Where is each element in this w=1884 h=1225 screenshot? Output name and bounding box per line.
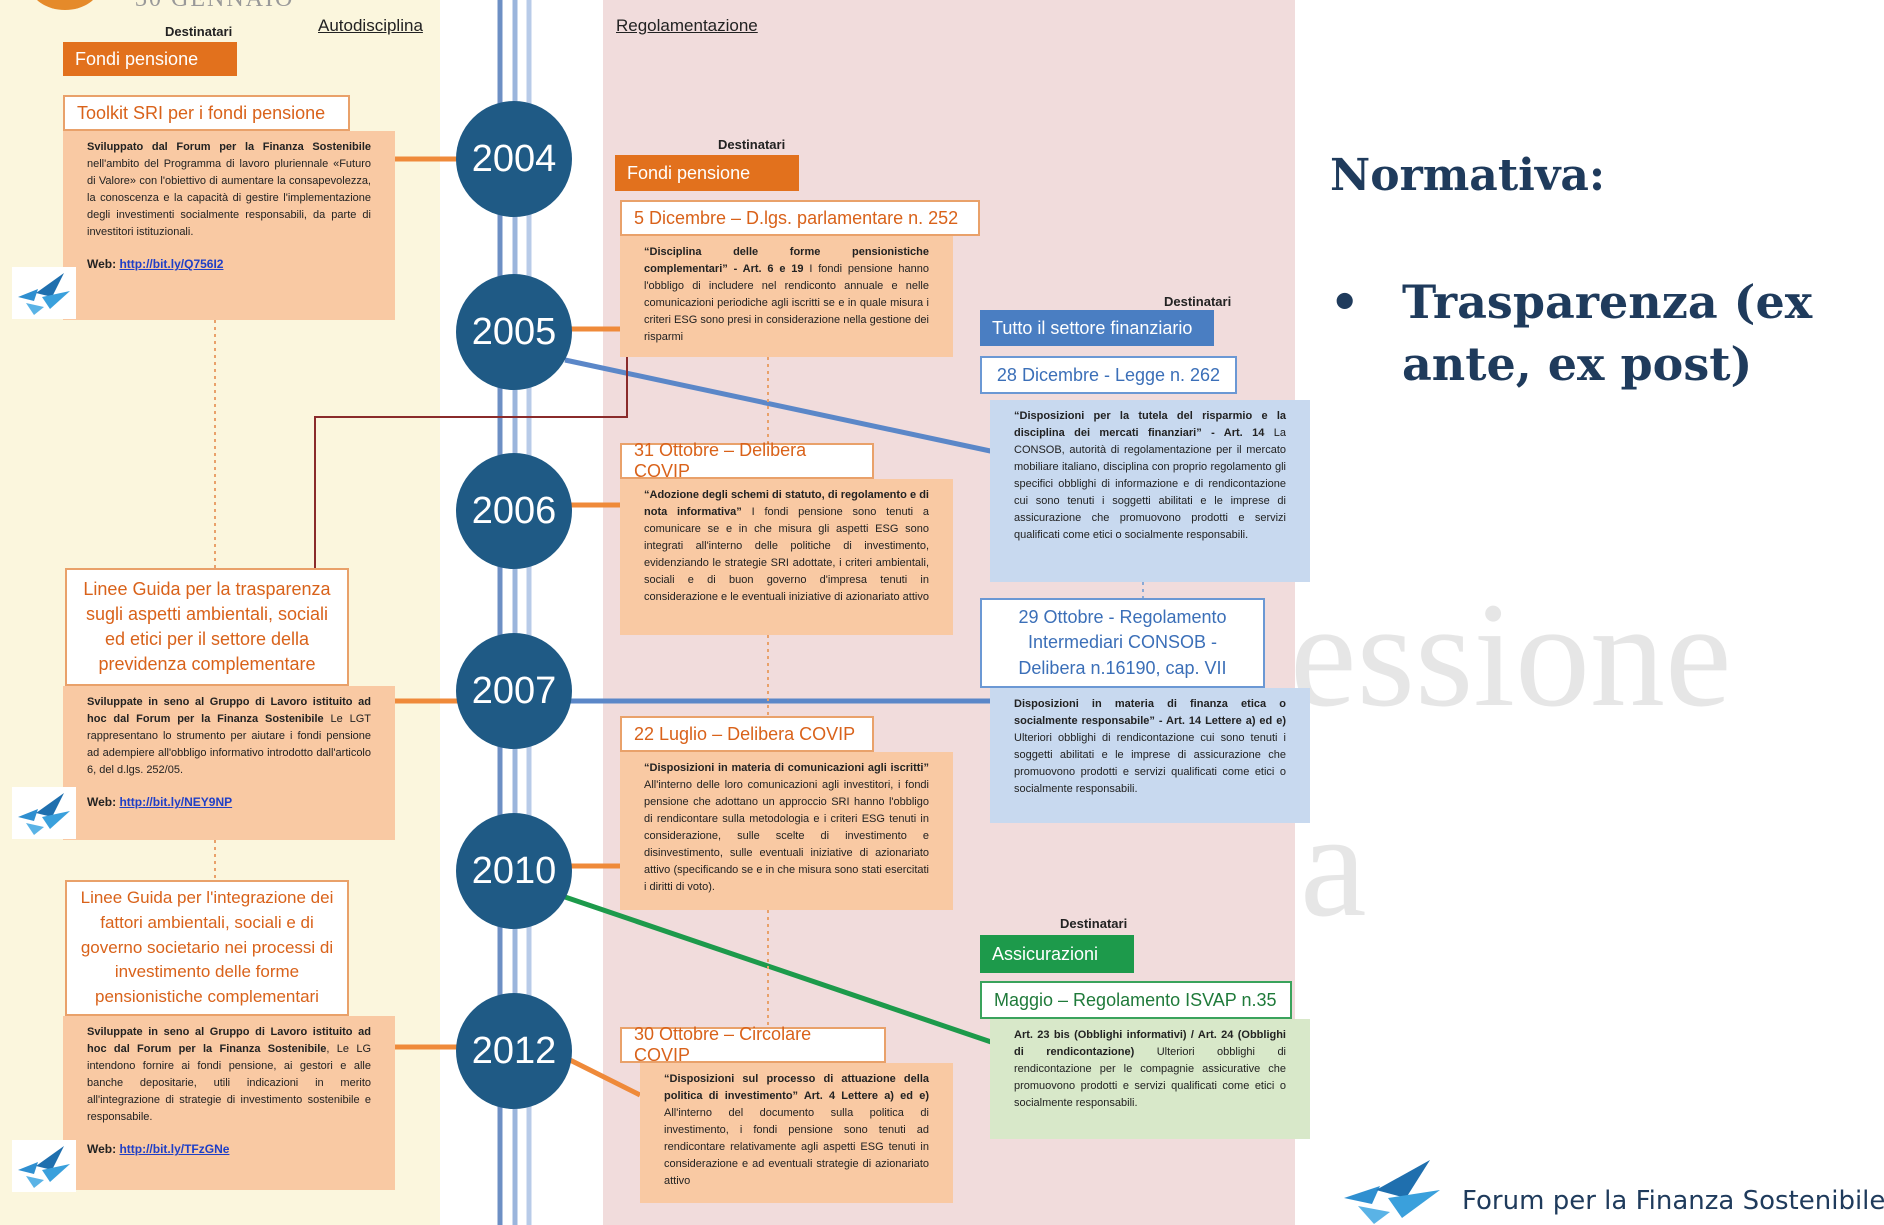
toolkit-sri-link[interactable]: http://bit.ly/Q756I2: [119, 257, 224, 272]
forum-logo-icon: [1344, 1160, 1440, 1224]
circolare-covip-2012-desc-rest: All'interno del documento sulla politica…: [664, 1107, 929, 1188]
web-label: Web:: [87, 257, 117, 272]
linee-guida-integrazione-description: Sviluppate in seno al Gruppo di Lavoro i…: [63, 1016, 395, 1190]
regolamento-consob-title: 29 Ottobre - Regolamento Intermediari CO…: [980, 598, 1265, 688]
regolamento-isvap-desc-bold: Art. 23 bis (Obblighi informativi) / Art…: [1014, 1029, 1286, 1059]
circolare-covip-2012-title: 30 Ottobre – Circolare COVIP: [620, 1024, 886, 1065]
dlgs-252-desc-rest: I fondi pensione hanno l'obbligo di incl…: [644, 263, 929, 344]
bullet-mark: •: [1330, 275, 1360, 329]
linee-guida-trasparenza-desc-bold: Sviluppate in seno al Gruppo di Lavoro i…: [87, 696, 371, 726]
circolare-covip-2012-description: “Disposizioni sul processo di attuazione…: [640, 1063, 953, 1203]
toolkit-sri-description: Sviluppato dal Forum per la Finanza Sost…: [63, 131, 395, 320]
legge-262-description: “Disposizioni per la tutela del risparmi…: [990, 400, 1310, 582]
linee-guida-integrazione-desc-rest: , Le LG intendono fornire ai fondi pensi…: [87, 1043, 371, 1124]
toolkit-sri-title: Toolkit SRI per i fondi pensione: [63, 95, 350, 131]
left-destinatari-label: Destinatari: [165, 24, 233, 39]
delibera-covip-2006-desc-bold: “Adozione degli schemi di statuto, di re…: [644, 489, 929, 519]
connector-2010-insurance: [564, 894, 1001, 1048]
forum-bird-icon: [12, 1140, 76, 1192]
connector-2012-mid: [568, 1057, 642, 1098]
regolamento-isvap-title: Maggio – Regolamento ISVAP n.35: [980, 981, 1292, 1019]
legge-262-title: 28 Dicembre - Legge n. 262: [980, 356, 1237, 394]
regolamento-isvap-desc-rest: Ulteriori obblighi di rendicontazione pe…: [1014, 1046, 1286, 1110]
regolamento-consob-desc-rest: Ulteriori obblighi di rendicontazione cu…: [1014, 732, 1286, 796]
bullet-text: Trasparenza (ex ante, ex post): [1402, 275, 1813, 391]
year-2004: 2004: [456, 101, 572, 217]
year-2006: 2006: [456, 453, 572, 569]
circolare-covip-2012-desc-bold: “Disposizioni sul processo di attuazione…: [664, 1073, 929, 1103]
year-2007: 2007: [456, 633, 572, 749]
legge-262-desc-rest: La CONSOB, autorità di regolamentazione …: [1014, 427, 1286, 542]
web-label: Web:: [87, 795, 117, 810]
footer-forum-name: Forum per la Finanza Sostenibile: [1462, 1186, 1884, 1216]
left-tag-fondi-pensione: Fondi pensione: [63, 42, 237, 76]
linee-guida-integrazione-web: Web: http://bit.ly/TFzGNe: [87, 1140, 371, 1159]
dlgs-252-title: 5 Dicembre – D.lgs. parlamentare n. 252: [620, 200, 980, 236]
finance-destinatari-label: Destinatari: [1164, 294, 1232, 309]
linee-guida-integrazione-link[interactable]: http://bit.ly/TFzGNe: [119, 1142, 230, 1157]
web-label: Web:: [87, 1142, 117, 1157]
trasparenza-bullet: • Trasparenza (ex ante, ex post): [1330, 272, 1850, 395]
toolkit-sri-desc-bold: Sviluppato dal Forum per la Finanza Sost…: [87, 141, 371, 153]
watermark-text-2: a: [1300, 782, 1367, 948]
insurance-tag: Assicurazioni: [980, 935, 1134, 973]
linee-guida-trasparenza-description: Sviluppate in seno al Gruppo di Lavoro i…: [63, 686, 395, 840]
year-2012: 2012: [456, 993, 572, 1109]
finance-tag: Tutto il settore finanziario: [980, 310, 1214, 346]
dlgs-252-description: “Disciplina delle forme pensionistiche c…: [620, 236, 953, 357]
forum-bird-icon: [12, 787, 76, 839]
autodisciplina-heading: Autodisciplina: [318, 16, 423, 35]
header-fragment: 30 GENNAIO: [135, 0, 294, 13]
insurance-destinatari-label: Destinatari: [1060, 916, 1128, 931]
delibera-covip-2006-desc-rest: I fondi pensione sono tenuti a comunicar…: [644, 506, 929, 604]
linee-guida-integrazione-desc-bold: Sviluppate in seno al Gruppo di Lavoro i…: [87, 1026, 371, 1056]
linee-guida-trasparenza-link[interactable]: http://bit.ly/NEY9NP: [119, 795, 233, 810]
mid-tag-fondi-pensione: Fondi pensione: [615, 155, 799, 191]
delibera-covip-2010-desc-bold: “Disposizioni in materia di comunicazion…: [644, 762, 929, 774]
regolamento-consob-description: Disposizioni in materia di finanza etica…: [990, 688, 1310, 823]
regolamento-isvap-description: Art. 23 bis (Obblighi informativi) / Art…: [990, 1019, 1310, 1139]
forum-bird-icon: [12, 267, 76, 319]
linee-guida-integrazione-title: Linee Guida per l'integrazione dei fatto…: [65, 880, 349, 1016]
year-2005: 2005: [456, 274, 572, 390]
dlgs-252-desc-bold: “Disciplina delle forme pensionistiche c…: [644, 246, 929, 276]
linee-guida-trasparenza-desc-rest: Le LGT rappresentano lo strumento per ai…: [87, 713, 371, 777]
connector-2005-finance: [564, 357, 996, 455]
linee-guida-trasparenza-title: Linee Guida per la trasparenza sugli asp…: [65, 568, 349, 686]
toolkit-sri-desc-rest: nell'ambito del Programma di lavoro plur…: [87, 158, 371, 239]
delibera-covip-2010-desc-rest: All'interno delle loro comunicazioni agl…: [644, 779, 929, 894]
delibera-covip-2006-title: 31 Ottobre – Delibera COVIP: [620, 440, 874, 481]
linee-guida-trasparenza-web: Web: http://bit.ly/NEY9NP: [87, 793, 371, 812]
delibera-covip-2006-description: “Adozione degli schemi di statuto, di re…: [620, 479, 953, 635]
year-2010: 2010: [456, 813, 572, 929]
delibera-covip-2010-title: 22 Luglio – Delibera COVIP: [620, 716, 874, 752]
normativa-heading: Normativa:: [1330, 150, 1606, 201]
mid-destinatari-label: Destinatari: [718, 137, 786, 152]
logo-circle: [30, 0, 100, 10]
regolamentazione-heading: Regolamentazione: [616, 16, 758, 35]
delibera-covip-2010-description: “Disposizioni in materia di comunicazion…: [620, 752, 953, 910]
legge-262-desc-bold: “Disposizioni per la tutela del risparmi…: [1014, 410, 1286, 440]
toolkit-sri-web: Web: http://bit.ly/Q756I2: [87, 255, 371, 274]
watermark-text-1: essione: [1290, 572, 1732, 738]
regolamento-consob-desc-bold: Disposizioni in materia di finanza etica…: [1014, 698, 1286, 728]
